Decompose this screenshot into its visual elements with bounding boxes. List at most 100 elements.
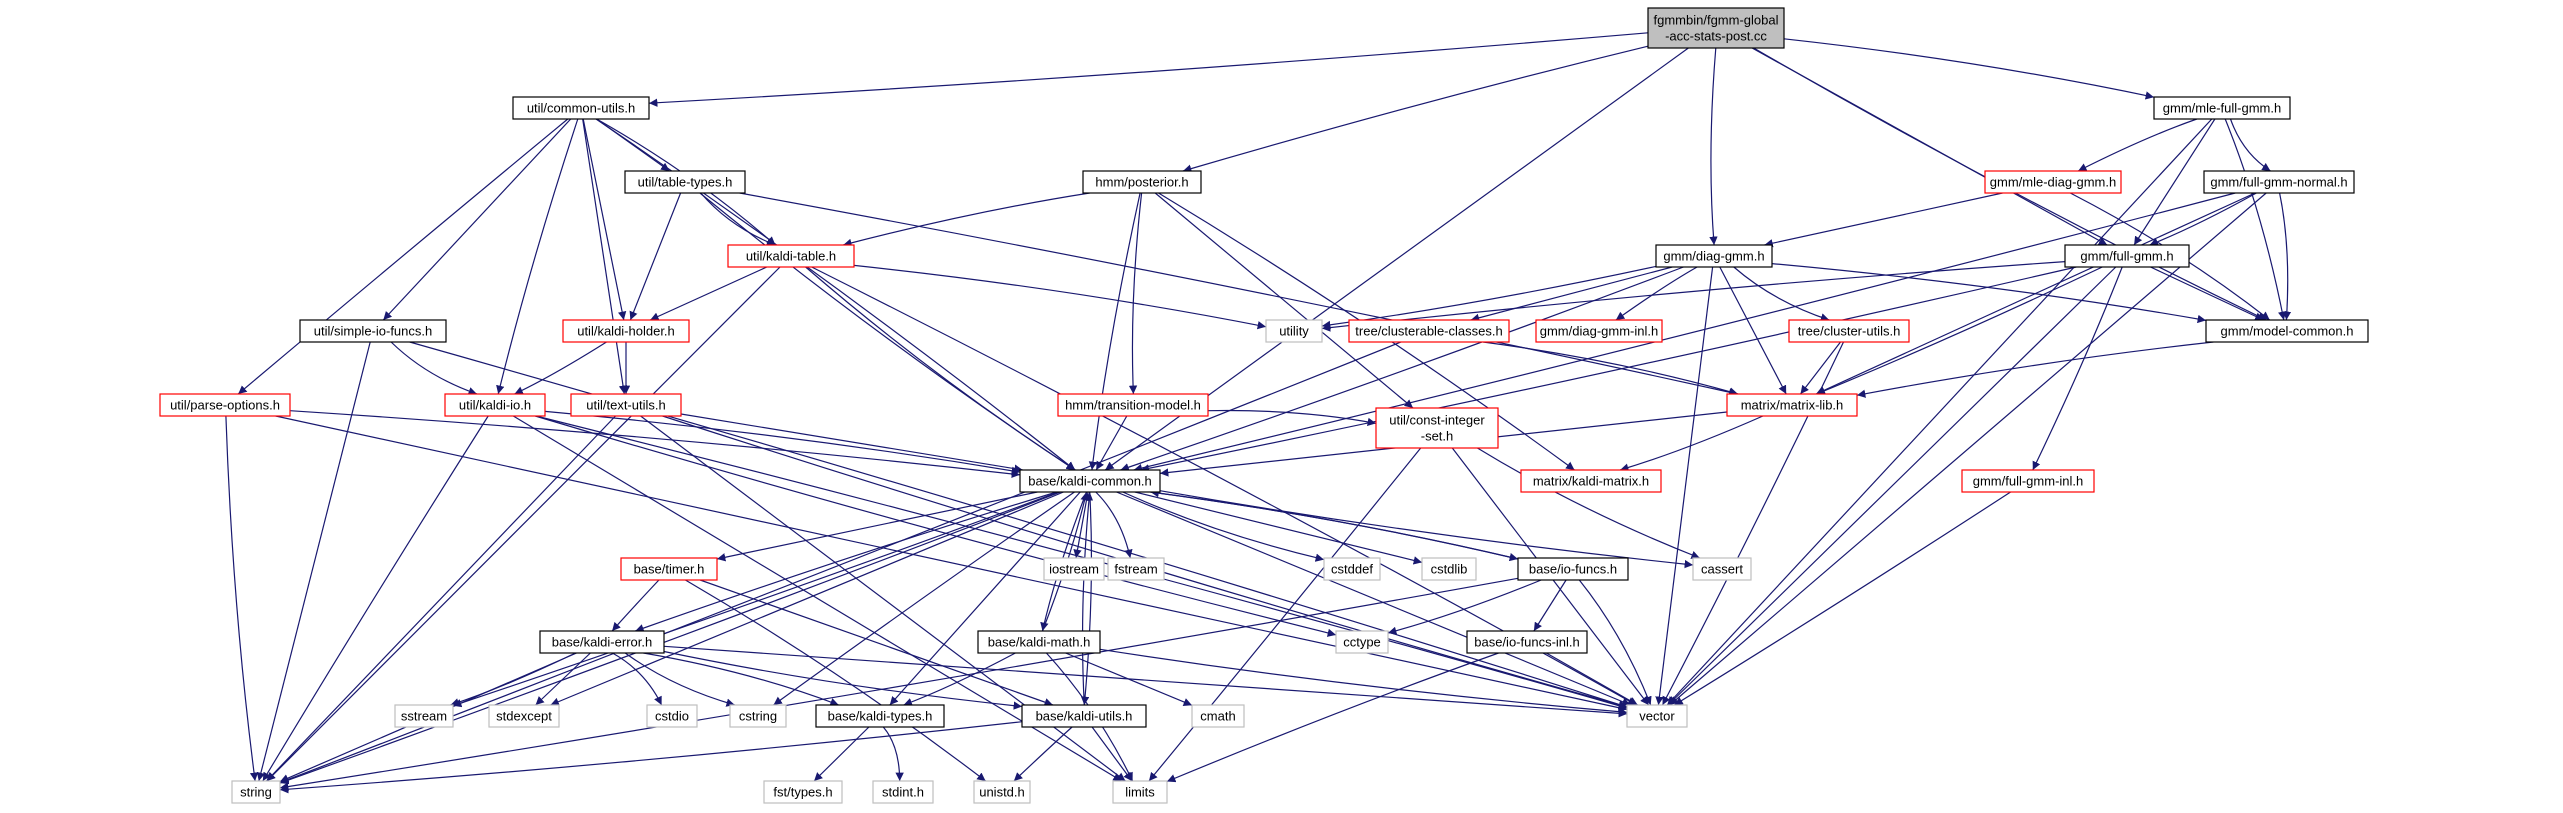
- node-model-common[interactable]: gmm/model-common.h: [2205, 319, 2369, 343]
- node-cstring[interactable]: cstring: [729, 704, 787, 728]
- node-full-gmm-inl[interactable]: gmm/full-gmm-inl.h: [1961, 469, 2095, 493]
- node-box: [729, 704, 787, 728]
- node-label: stdexcept: [496, 709, 552, 724]
- node-mle-diag[interactable]: gmm/mle-diag-gmm.h: [1984, 170, 2122, 194]
- node-timer[interactable]: base/timer.h: [620, 557, 718, 581]
- node-box: [1323, 557, 1381, 581]
- node-mle-full[interactable]: gmm/mle-full-gmm.h: [2153, 96, 2291, 120]
- node-label: util/common-utils.h: [527, 101, 635, 116]
- node-root[interactable]: fgmmbin/fgmm-global-acc-stats-post.cc: [1647, 7, 1785, 49]
- node-diag-gmm[interactable]: gmm/diag-gmm.h: [1655, 244, 1773, 268]
- node-io-funcs-inl[interactable]: base/io-funcs-inl.h: [1466, 630, 1588, 654]
- node-transition-model[interactable]: hmm/transition-model.h: [1057, 393, 1209, 417]
- node-box: [1375, 407, 1499, 449]
- edge-kaldi_table-to-kaldi_holder: [649, 266, 768, 321]
- node-parse-options[interactable]: util/parse-options.h: [159, 393, 291, 417]
- node-vector[interactable]: vector: [1626, 704, 1688, 728]
- node-kaldi-utils[interactable]: base/kaldi-utils.h: [1021, 704, 1147, 728]
- node-label: gmm/full-gmm-normal.h: [2210, 175, 2347, 190]
- edge-kaldi_common-to-stdexcept: [550, 491, 1064, 706]
- node-label: utility: [1279, 324, 1309, 339]
- node-unistd[interactable]: unistd.h: [973, 780, 1031, 804]
- edge-kaldi_math-to-cmath: [1065, 652, 1193, 706]
- node-box: [1191, 704, 1245, 728]
- edge-table_types-to-kaldi_holder: [629, 192, 682, 321]
- node-label: base/kaldi-common.h: [1028, 474, 1152, 489]
- edge-timer-to-kaldi_utils: [699, 579, 1054, 707]
- node-label: cstddef: [1331, 562, 1373, 577]
- node-box: [1520, 469, 1662, 493]
- edge-kaldi_types-to-stdint: [882, 726, 904, 782]
- node-label: gmm/diag-gmm-inl.h: [1540, 324, 1658, 339]
- edge-kaldi_math-to-kaldi_types: [903, 652, 1016, 706]
- edge-model_common-to-matrix_lib: [1856, 341, 2214, 398]
- node-kaldi-holder[interactable]: util/kaldi-holder.h: [562, 319, 690, 343]
- node-box: [1961, 469, 2095, 493]
- edge-kaldi_common-to-cstdlib: [1134, 491, 1423, 565]
- node-cassert[interactable]: cassert: [1692, 557, 1752, 581]
- node-kaldi-types[interactable]: base/kaldi-types.h: [815, 704, 945, 728]
- node-kaldi-io[interactable]: util/kaldi-io.h: [444, 393, 546, 417]
- node-stdint[interactable]: stdint.h: [872, 780, 934, 804]
- node-cluster-utils[interactable]: tree/cluster-utils.h: [1788, 319, 1910, 343]
- node-sstream[interactable]: sstream: [394, 704, 454, 728]
- node-box: [231, 780, 281, 804]
- edge-kaldi_error-to-cstring: [624, 652, 735, 707]
- node-box: [1082, 170, 1202, 194]
- edge-const_int_set-to-limits: [1148, 447, 1422, 782]
- node-cstddef[interactable]: cstddef: [1323, 557, 1381, 581]
- node-stdexcept[interactable]: stdexcept: [488, 704, 560, 728]
- node-clusterable[interactable]: tree/clusterable-classes.h: [1348, 319, 1510, 343]
- node-box: [1112, 780, 1168, 804]
- edge-kaldi_common-to-fstream: [1095, 491, 1133, 559]
- node-kaldi-matrix[interactable]: matrix/kaldi-matrix.h: [1520, 469, 1662, 493]
- node-full-gmm[interactable]: gmm/full-gmm.h: [2064, 244, 2190, 268]
- node-box: [1655, 244, 1773, 268]
- node-limits[interactable]: limits: [1112, 780, 1168, 804]
- node-box: [815, 704, 945, 728]
- edge-root-to-common_utils: [648, 32, 1649, 107]
- edge-kaldi_common-to-vector: [1116, 491, 1631, 706]
- edge-kaldi_holder-to-kaldi_io: [514, 341, 607, 395]
- node-fst-types[interactable]: fst/types.h: [763, 780, 843, 804]
- node-box: [1335, 630, 1389, 654]
- edge-full_gmm-to-kaldi_common: [1140, 266, 2077, 473]
- node-label: sstream: [401, 709, 447, 724]
- node-table-types[interactable]: util/table-types.h: [624, 170, 746, 194]
- node-kaldi-common[interactable]: base/kaldi-common.h: [1019, 469, 1161, 493]
- edge-mle_full-to-full_gmm: [2133, 118, 2216, 246]
- node-box: [1466, 630, 1588, 654]
- edge-timer-to-unistd: [685, 579, 986, 782]
- node-kaldi-error[interactable]: base/kaldi-error.h: [539, 630, 665, 654]
- edge-mle_diag-to-diag_gmm: [1764, 192, 2003, 248]
- node-cstdlib[interactable]: cstdlib: [1421, 557, 1477, 581]
- node-box: [973, 780, 1031, 804]
- node-box: [570, 393, 682, 417]
- edge-full_gmm_inl-to-vector: [1674, 491, 2011, 706]
- node-fstream[interactable]: fstream: [1107, 557, 1165, 581]
- node-kaldi-math[interactable]: base/kaldi-math.h: [977, 630, 1101, 654]
- edge-common_utils-to-parse_options: [237, 118, 569, 395]
- node-iostream[interactable]: iostream: [1043, 557, 1105, 581]
- node-const-int-set[interactable]: util/const-integer-set.h: [1375, 407, 1499, 449]
- node-cmath[interactable]: cmath: [1191, 704, 1245, 728]
- node-box: [1421, 557, 1477, 581]
- node-diag-gmm-inl[interactable]: gmm/diag-gmm-inl.h: [1535, 319, 1663, 343]
- node-box: [444, 393, 546, 417]
- node-full-normal[interactable]: gmm/full-gmm-normal.h: [2203, 170, 2355, 194]
- node-common-utils[interactable]: util/common-utils.h: [512, 96, 650, 120]
- edge-table_types-to-matrix_lib: [739, 192, 1738, 397]
- node-cstdio[interactable]: cstdio: [646, 704, 698, 728]
- node-string[interactable]: string: [231, 780, 281, 804]
- node-cctype[interactable]: cctype: [1335, 630, 1389, 654]
- node-kaldi-table[interactable]: util/kaldi-table.h: [727, 244, 855, 268]
- node-box: [1788, 319, 1910, 343]
- node-posterior[interactable]: hmm/posterior.h: [1082, 170, 1202, 194]
- node-io-funcs[interactable]: base/io-funcs.h: [1517, 557, 1629, 581]
- node-label: util/parse-options.h: [170, 398, 280, 413]
- node-matrix-lib[interactable]: matrix/matrix-lib.h: [1726, 393, 1858, 417]
- node-simple-io[interactable]: util/simple-io-funcs.h: [299, 319, 447, 343]
- node-box: [1692, 557, 1752, 581]
- node-utility[interactable]: utility: [1265, 319, 1323, 343]
- node-text-utils[interactable]: util/text-utils.h: [570, 393, 682, 417]
